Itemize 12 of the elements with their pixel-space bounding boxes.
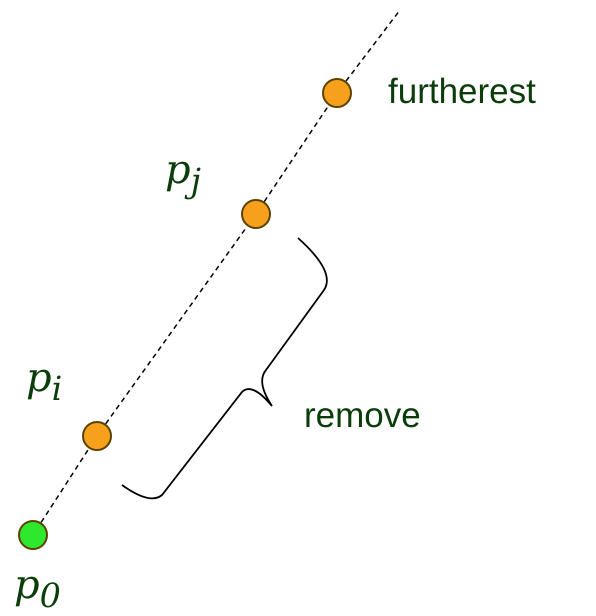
dashed-line — [264, 105, 330, 202]
dashed-line — [345, 10, 401, 82]
dashed-line — [40, 448, 90, 523]
point-label: furtherest — [388, 74, 536, 109]
point-circle — [18, 520, 48, 550]
point-label: p$_{0}$ — [14, 565, 61, 612]
point-circle — [82, 421, 112, 451]
point-circle — [322, 78, 352, 108]
point-label: p$_{j}$ — [165, 150, 201, 198]
point-circle — [241, 199, 271, 229]
bracket-label: remove — [304, 398, 421, 433]
point-label: p$_{i}$ — [26, 358, 62, 406]
